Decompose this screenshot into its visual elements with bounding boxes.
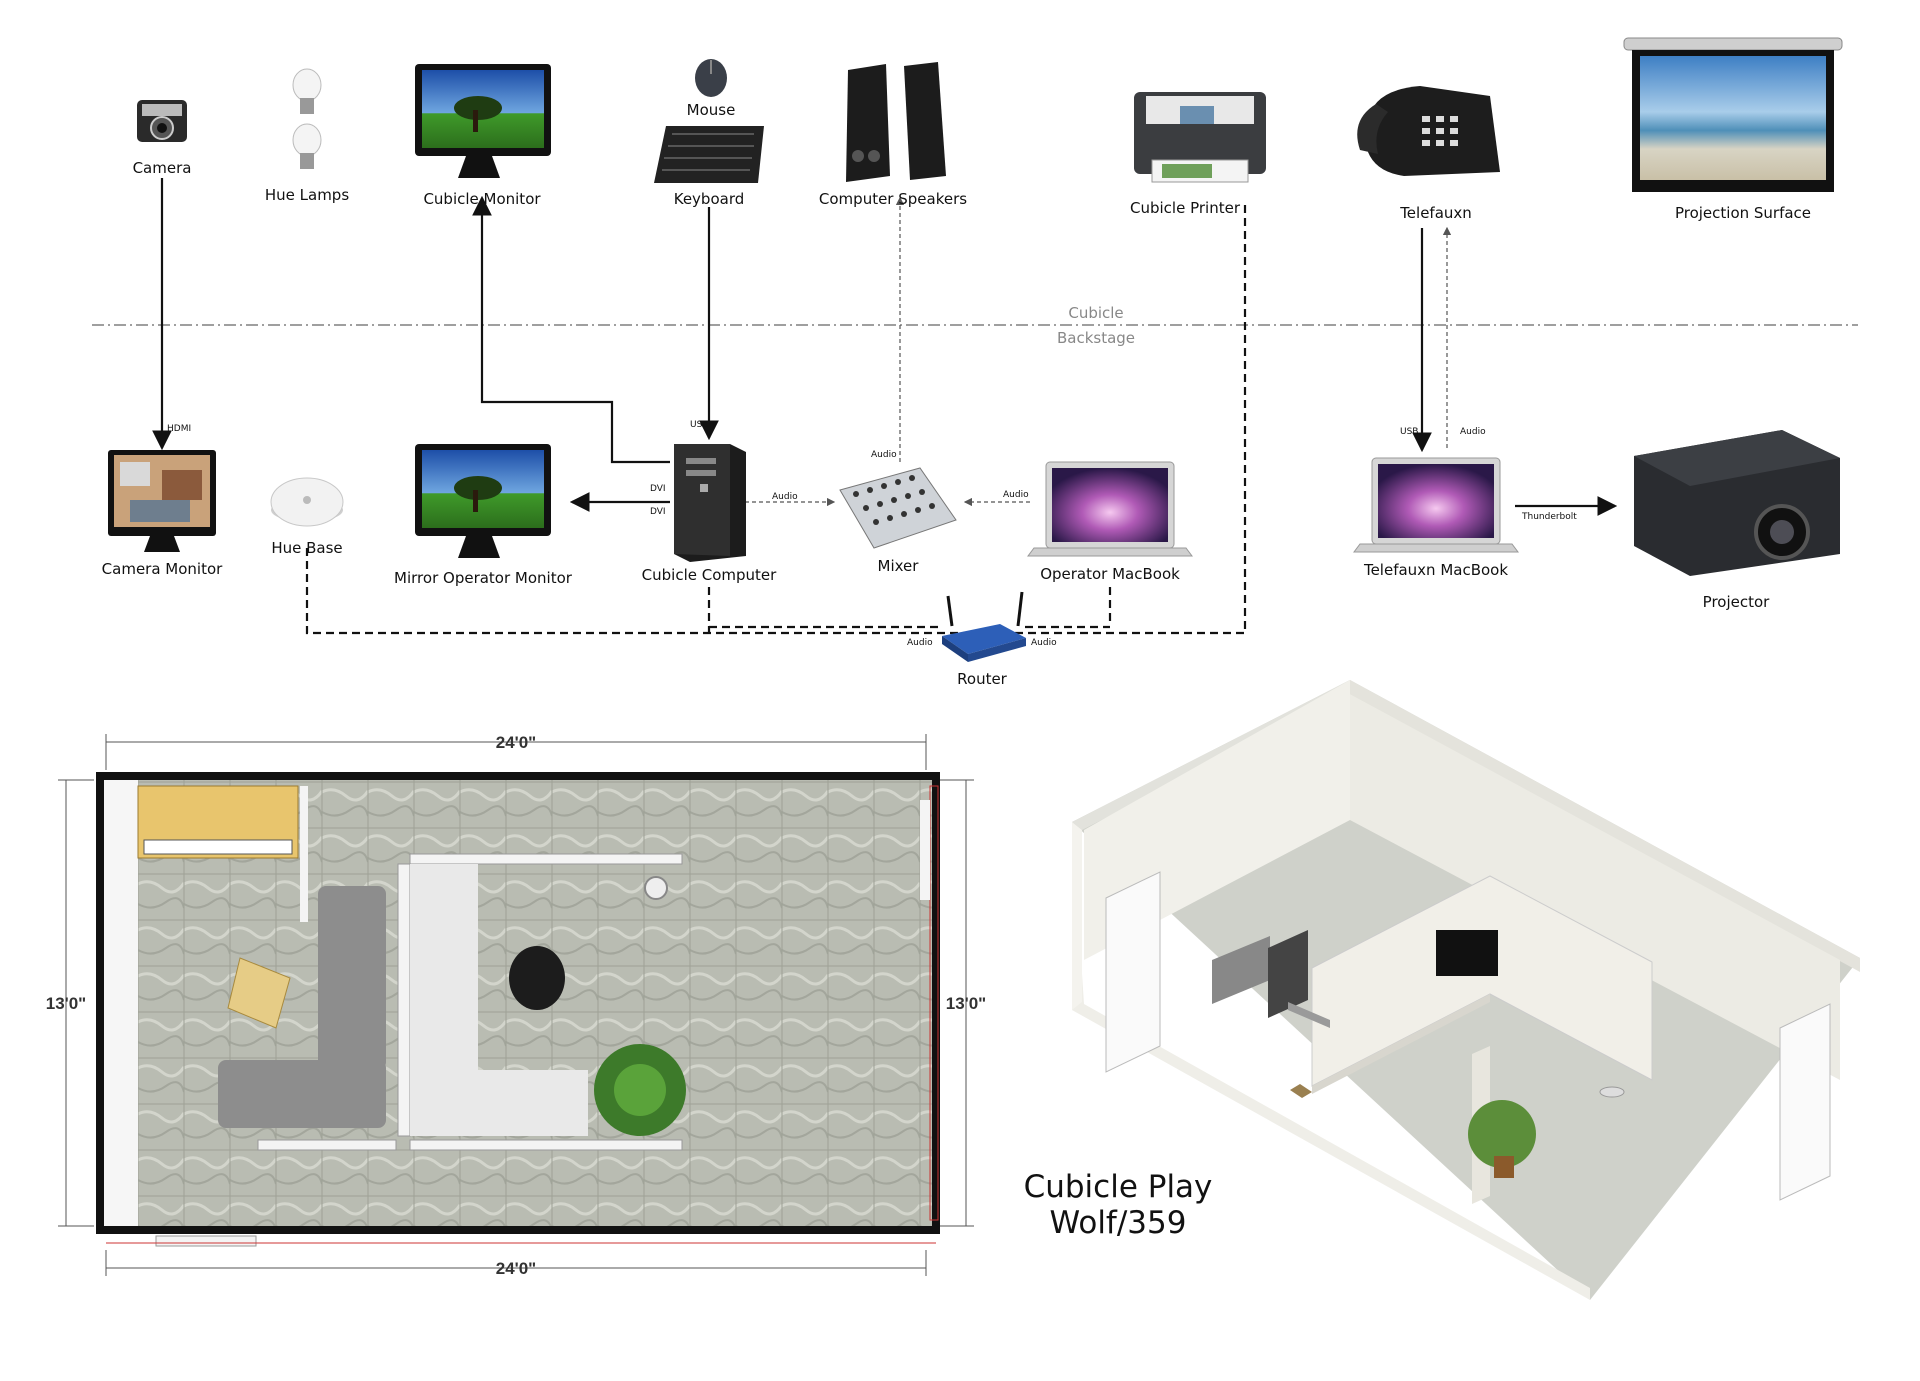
- speakers-icon: [846, 62, 946, 182]
- isometric-room: [1072, 680, 1860, 1300]
- mixer-label: Mixer: [878, 557, 920, 575]
- label-hdmi: HDMI: [167, 424, 191, 434]
- zone-label-cubicle: Cubicle: [1068, 304, 1123, 322]
- cubicle-monitor-label: Cubicle Monitor: [423, 190, 541, 208]
- page-title-line2: Wolf/359: [1050, 1205, 1187, 1241]
- projector-icon: [1634, 430, 1840, 576]
- label-usb-telefauxn: USB: [1400, 427, 1418, 437]
- camera-monitor-label: Camera Monitor: [102, 560, 223, 578]
- dim-right: 13'0": [946, 994, 986, 1013]
- floor-plan: [96, 772, 940, 1247]
- hue-base-icon: [270, 477, 344, 527]
- keyboard-icon: [654, 126, 764, 183]
- printer-icon: [1134, 92, 1266, 183]
- floor-plan-dimensions: [58, 734, 974, 1276]
- label-dvi-2: DVI: [650, 507, 666, 517]
- cubicle-computer-label: Cubicle Computer: [642, 566, 777, 584]
- keyboard-label: Keyboard: [674, 190, 745, 208]
- dim-bottom: 24'0": [496, 1259, 536, 1278]
- camera-label: Camera: [133, 159, 192, 177]
- speakers-label: Computer Speakers: [819, 190, 967, 208]
- hue-lamps-icon: [292, 68, 322, 169]
- label-audio-mixer-speakers: Audio: [871, 450, 897, 460]
- operator-macbook-icon: [1027, 461, 1193, 557]
- label-router-audio-left: Audio: [907, 638, 933, 648]
- telefauxn-phone-icon: [1357, 86, 1500, 176]
- hue-base-label: Hue Base: [271, 539, 342, 557]
- telefauxn-label: Telefauxn: [1399, 204, 1472, 222]
- mirror-operator-monitor-icon: [415, 444, 551, 558]
- projection-surface-label: Projection Surface: [1675, 204, 1811, 222]
- zone-label-backstage: Backstage: [1057, 329, 1135, 347]
- label-audio-telefauxn: Audio: [1460, 427, 1486, 437]
- camera-icon: [137, 100, 187, 142]
- camera-monitor-icon: [108, 450, 216, 552]
- dim-left: 13'0": [46, 994, 86, 1013]
- mouse-label: Mouse: [687, 101, 736, 119]
- page-title-line1: Cubicle Play: [1024, 1169, 1213, 1205]
- label-usb-computer: USB: [690, 420, 708, 430]
- label-thunderbolt: Thunderbolt: [1521, 512, 1577, 522]
- cubicle-monitor-icon: [415, 64, 551, 178]
- wires: [152, 178, 1618, 635]
- printer-label: Cubicle Printer: [1130, 199, 1241, 217]
- label-audio-macbook-mixer: Audio: [1003, 490, 1029, 500]
- label-router-audio-right: Audio: [1031, 638, 1057, 648]
- telefauxn-macbook-icon: [1353, 457, 1519, 553]
- telefauxn-macbook-label: Telefauxn MacBook: [1363, 561, 1508, 579]
- hue-lamps-label: Hue Lamps: [265, 186, 349, 204]
- router-icon: [942, 591, 1026, 662]
- mirror-operator-monitor-label: Mirror Operator Monitor: [394, 569, 573, 587]
- mouse-icon: [695, 59, 727, 97]
- label-audio-computer-mixer: Audio: [772, 492, 798, 502]
- projector-label: Projector: [1703, 593, 1770, 611]
- dim-top: 24'0": [496, 733, 536, 752]
- router-label: Router: [957, 670, 1008, 688]
- mixer-icon: [839, 467, 957, 549]
- operator-macbook-label: Operator MacBook: [1040, 565, 1180, 583]
- cubicle-computer-icon: [674, 444, 746, 562]
- label-dvi-1: DVI: [650, 484, 666, 494]
- projection-surface-icon: [1623, 37, 1843, 192]
